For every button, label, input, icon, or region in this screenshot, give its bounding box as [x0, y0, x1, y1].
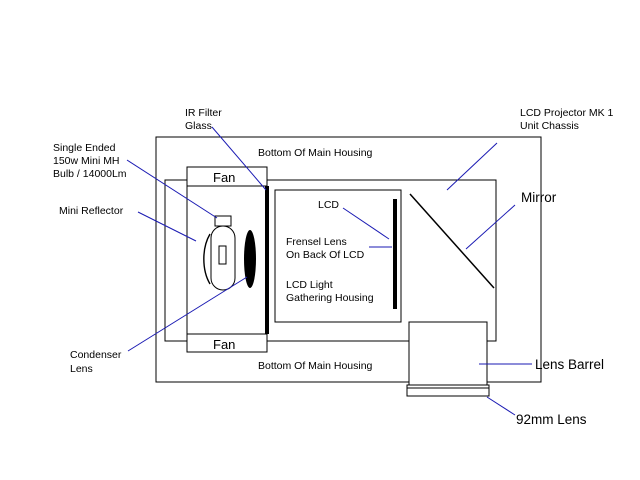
- light-housing-label-line2: Gathering Housing: [286, 292, 374, 304]
- bulb-base: [214, 215, 232, 227]
- leader-92mm-lens: [486, 396, 516, 416]
- lens-92mm-label: 92mm Lens: [516, 412, 587, 427]
- lens-barrel: [408, 321, 488, 386]
- lcd-projector-label-line1: LCD Projector MK 1: [520, 107, 614, 119]
- mirror: [409, 193, 495, 289]
- ir-filter-label-line2: Glass: [185, 120, 212, 132]
- housing-bottom-label: Bottom Of Main Housing: [258, 360, 373, 372]
- lcd-panel: [393, 199, 397, 309]
- mini-reflector-label: Mini Reflector: [59, 205, 124, 217]
- bulb-label-line1: Single Ended: [53, 142, 116, 154]
- lens-barrel-label: Lens Barrel: [535, 357, 604, 372]
- bulb-arc-tube: [218, 245, 227, 265]
- leader-ir-filter: [211, 126, 267, 191]
- lcd-projector-label-line2: Unit Chassis: [520, 120, 579, 132]
- bulb-label-line2: 150w Mini MH: [53, 155, 120, 167]
- light-housing-label-line1: LCD Light: [286, 279, 333, 291]
- housing-top-label: Bottom Of Main Housing: [258, 147, 373, 159]
- fresnel-label-line1: Frensel Lens: [286, 236, 347, 248]
- condenser-lens: [244, 230, 256, 288]
- mini-reflector: [203, 233, 211, 285]
- bulb-label-line3: Bulb / 14000Lm: [53, 168, 127, 180]
- condenser-label-line2: Lens: [70, 363, 93, 375]
- mirror-label: Mirror: [521, 190, 557, 205]
- ir-filter-label-line1: IR Filter: [185, 107, 222, 119]
- leader-mirror: [465, 204, 516, 250]
- fan-top-label: Fan: [213, 170, 235, 185]
- leader-condenser: [127, 276, 248, 352]
- leader-lcd: [342, 207, 390, 240]
- lens-92mm: [406, 384, 490, 397]
- unit-chassis-outline: [164, 179, 497, 342]
- leader-lcd-projector: [446, 142, 498, 191]
- main-housing-outline: [155, 136, 542, 383]
- leader-reflector: [137, 211, 197, 242]
- leader-lines: [126, 126, 532, 416]
- lcd-light-housing: [274, 189, 402, 323]
- lcd-label: LCD: [318, 199, 339, 211]
- ir-filter-glass: [265, 186, 269, 334]
- leader-bulb: [126, 159, 218, 219]
- fresnel-label-line2: On Back Of LCD: [286, 249, 365, 261]
- condenser-label-line1: Condenser: [70, 349, 122, 361]
- fan-bottom-label: Fan: [213, 337, 235, 352]
